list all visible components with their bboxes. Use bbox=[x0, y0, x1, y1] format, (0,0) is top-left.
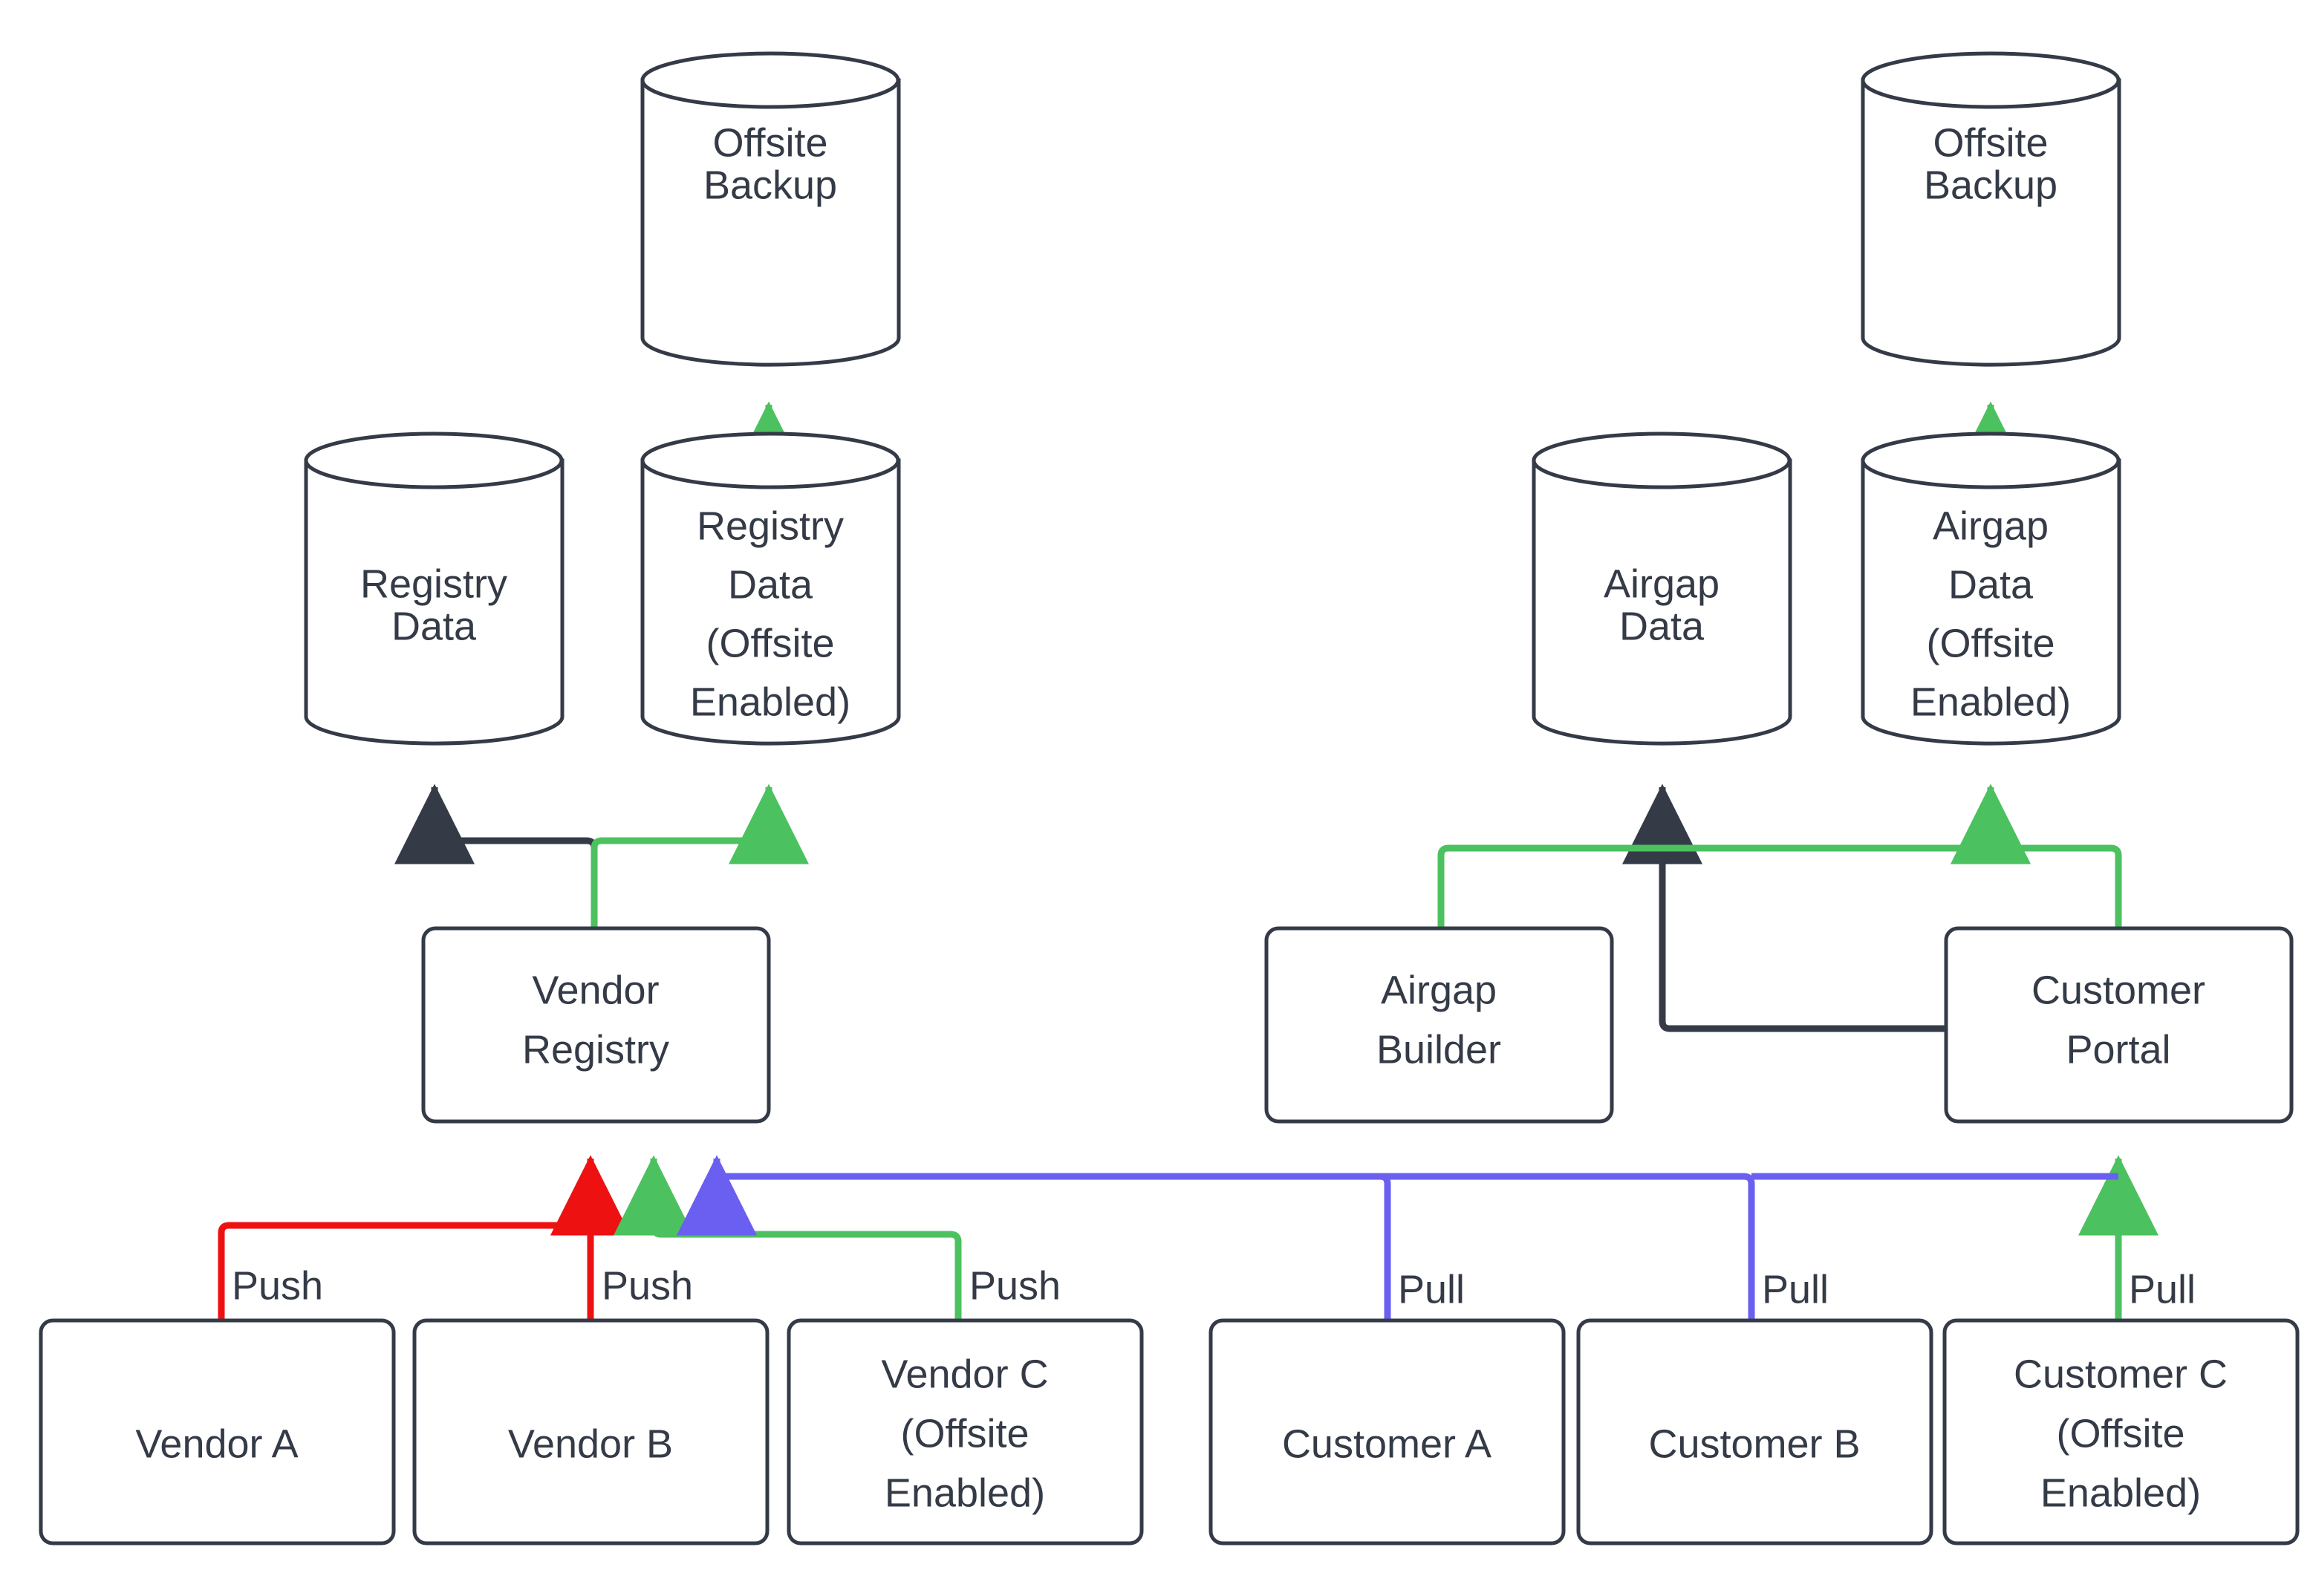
edge-vendor-registry-to-registry-data bbox=[394, 784, 598, 928]
node-label-airgap-data-line1: Airgap bbox=[1604, 561, 1720, 606]
node-label-registry-data-offsite-line1: Registry bbox=[697, 504, 844, 548]
node-label-vendor-b: Vendor B bbox=[508, 1421, 673, 1466]
node-label-customer-c-line3: Enabled) bbox=[2040, 1470, 2201, 1515]
node-vendor-a[interactable]: Vendor A bbox=[39, 1318, 396, 1545]
node-label-airgap-builder-line2: Builder bbox=[1376, 1027, 1501, 1072]
node-label-customer-portal-line2: Portal bbox=[2066, 1027, 2170, 1072]
node-label-airgap-data-offsite-line2: Data bbox=[1948, 562, 2034, 607]
node-label-registry-data-offsite-line2: Data bbox=[728, 562, 813, 607]
node-label-registry-data-offsite-line4: Enabled) bbox=[690, 680, 850, 724]
node-label-customer-a: Customer A bbox=[1282, 1421, 1491, 1466]
node-airgap-data-offsite[interactable]: Airgap Data (Offsite Enabled) bbox=[1861, 431, 2121, 746]
node-label-airgap-data-line2: Data bbox=[1619, 604, 1705, 648]
edge-vendor-registry-to-registry-data-offsite bbox=[591, 784, 809, 928]
edge-vendor-c-to-vendor-registry bbox=[614, 1155, 962, 1320]
node-registry-data-offsite[interactable]: Registry Data (Offsite Enabled) bbox=[640, 431, 901, 746]
node-label-airgap-builder-line1: Airgap bbox=[1381, 968, 1497, 1012]
edge-airgap-builder-to-airgap-data-offsite bbox=[1437, 784, 2031, 928]
node-label-offsite-backup-right-line1: Offsite bbox=[1933, 120, 2048, 165]
node-label-offsite-backup-right-line2: Backup bbox=[1924, 163, 2057, 207]
node-airgap-data[interactable]: Airgap Data bbox=[1532, 431, 1792, 746]
node-label-airgap-data-offsite-line1: Airgap bbox=[1933, 504, 2049, 548]
node-label-vendor-registry-line1: Vendor bbox=[532, 968, 659, 1012]
node-label-registry-data-offsite-line3: (Offsite bbox=[706, 621, 834, 665]
node-label-customer-c-line1: Customer C bbox=[2014, 1352, 2228, 1396]
node-label-airgap-data-offsite-line3: (Offsite bbox=[1926, 621, 2055, 665]
node-label-vendor-a: Vendor A bbox=[135, 1421, 298, 1466]
edge-label-customer-c-pull: Pull bbox=[2129, 1267, 2196, 1312]
node-label-registry-data-line2: Data bbox=[391, 604, 477, 648]
node-customer-b[interactable]: Customer B bbox=[1576, 1318, 1933, 1545]
node-label-offsite-backup-left-line1: Offsite bbox=[712, 120, 827, 165]
node-label-offsite-backup-left-line2: Backup bbox=[703, 163, 837, 207]
node-offsite-backup-left[interactable]: Offsite Backup bbox=[640, 51, 901, 367]
node-customer-portal[interactable]: Customer Portal bbox=[1944, 926, 2294, 1124]
node-label-registry-data-line1: Registry bbox=[360, 561, 507, 606]
node-label-airgap-data-offsite-line4: Enabled) bbox=[1910, 680, 2071, 724]
node-vendor-b[interactable]: Vendor B bbox=[412, 1318, 770, 1545]
node-label-customer-portal-line1: Customer bbox=[2031, 968, 2205, 1012]
node-label-vendor-registry-line2: Registry bbox=[522, 1027, 669, 1072]
edge-label-customer-a-pull: Pull bbox=[1398, 1267, 1465, 1312]
edge-label-vendor-a-push: Push bbox=[232, 1263, 323, 1308]
edge-label-vendor-b-push: Push bbox=[602, 1263, 693, 1308]
node-vendor-registry[interactable]: Vendor Registry bbox=[421, 926, 771, 1124]
node-offsite-backup-right[interactable]: Offsite Backup bbox=[1861, 51, 2121, 367]
edge-label-vendor-c-push: Push bbox=[969, 1263, 1061, 1308]
node-label-customer-c-line2: (Offsite bbox=[2056, 1411, 2184, 1456]
node-airgap-builder[interactable]: Airgap Builder bbox=[1264, 926, 1614, 1124]
edge-label-customer-b-pull: Pull bbox=[1762, 1267, 1829, 1312]
node-label-customer-b: Customer B bbox=[1648, 1421, 1860, 1466]
node-label-vendor-c-line2: (Offsite bbox=[900, 1411, 1029, 1456]
node-customer-a[interactable]: Customer A bbox=[1208, 1318, 1566, 1545]
node-label-vendor-c-line1: Vendor C bbox=[881, 1352, 1048, 1396]
edge-customer-portal-to-airgap-data bbox=[1622, 784, 1946, 1032]
node-vendor-c[interactable]: Vendor C (Offsite Enabled) bbox=[787, 1318, 1144, 1545]
node-registry-data[interactable]: Registry Data bbox=[304, 431, 565, 746]
edge-customer-portal-to-airgap-data-offsite bbox=[1951, 784, 2122, 928]
node-customer-c[interactable]: Customer C (Offsite Enabled) bbox=[1942, 1318, 2300, 1545]
node-label-vendor-c-line3: Enabled) bbox=[885, 1470, 1045, 1515]
edge-customer-b-to-vendor-registry bbox=[677, 1155, 1755, 1320]
